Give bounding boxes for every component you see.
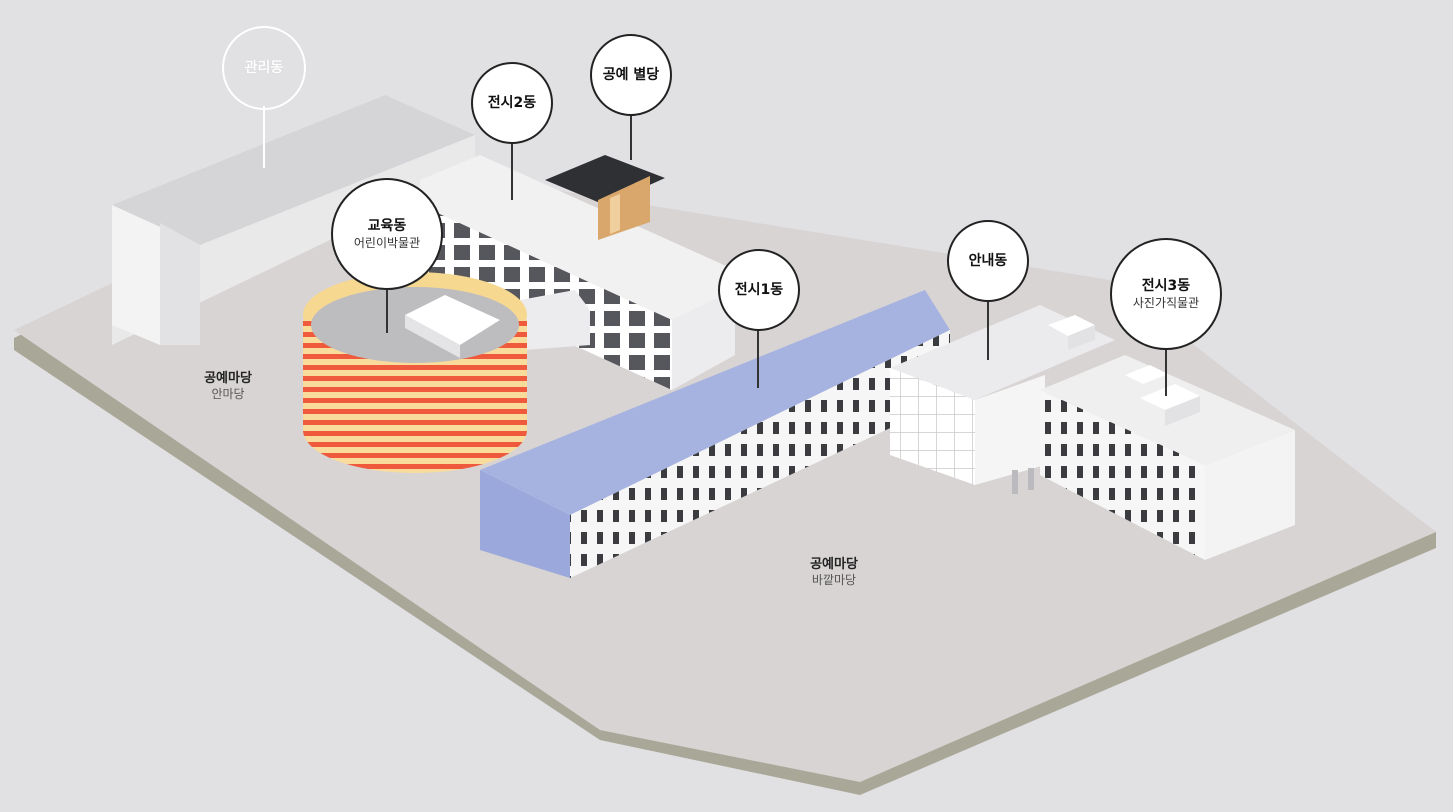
pin-exhibition3-sub: 사진가직물관 [1132, 295, 1200, 310]
pin-education-sub: 어린이박물관 [353, 235, 421, 250]
info-building [890, 305, 1115, 494]
pin-info-label: 안내동 [968, 252, 1008, 269]
plaza-inner-name: 공예마당 [204, 371, 252, 386]
exhibition3-building [1040, 355, 1295, 560]
plaza-outer-sub: 바깥마당 [811, 573, 857, 587]
pin-info[interactable]: 안내동 [947, 220, 1029, 302]
education-building [303, 272, 527, 473]
pin-exhibition1-label: 전시1동 [734, 281, 784, 298]
admin-building [112, 95, 475, 345]
pin-craft-annex[interactable]: 공예 별당 [590, 34, 672, 116]
pin-admin-label: 관리동 [244, 59, 284, 76]
pin-admin[interactable]: 관리동 [222, 26, 306, 110]
exhibition1-building [480, 290, 950, 578]
pin-leader-lines [263, 106, 1167, 396]
pin-exhibition1[interactable]: 전시1동 [718, 249, 800, 331]
craft-annex-building [545, 155, 665, 240]
pin-exhibition3[interactable]: 전시3동 사진가직물관 [1110, 238, 1222, 350]
pin-education[interactable]: 교육동 어린이박물관 [331, 178, 443, 290]
connector-bridge [520, 290, 590, 350]
pin-exhibition3-label: 전시3동 [1141, 277, 1191, 294]
pin-exhibition2-label: 전시2동 [487, 94, 537, 111]
pin-education-label: 교육동 [367, 217, 407, 234]
plaza-inner-sub: 안마당 [211, 387, 245, 401]
pin-exhibition2[interactable]: 전시2동 [471, 62, 553, 144]
plaza-outer-label: 공예마당 바깥마당 [810, 557, 858, 588]
pin-craft-annex-label: 공예 별당 [602, 66, 660, 83]
plaza-outer-name: 공예마당 [810, 557, 858, 572]
plaza-inner-label: 공예마당 안마당 [204, 371, 252, 402]
